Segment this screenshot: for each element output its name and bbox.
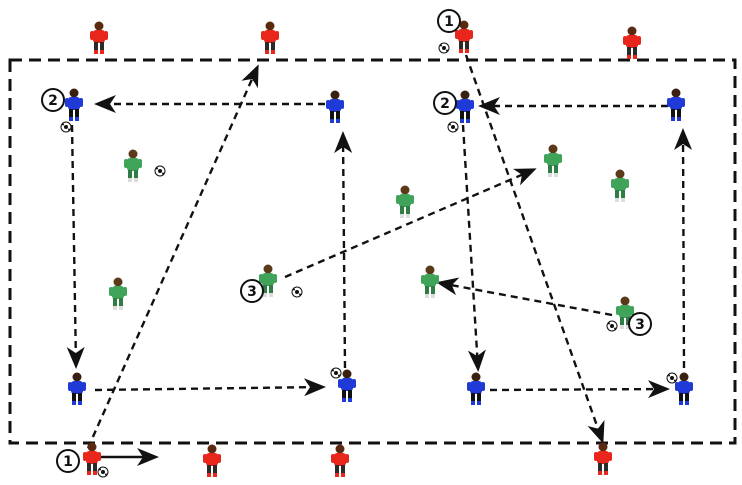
pass-line	[334, 131, 353, 369]
marker-2-left: 2	[41, 88, 65, 112]
pass-line	[94, 378, 326, 397]
field-boundary	[8, 58, 737, 445]
soccer-ball	[606, 320, 618, 332]
marker-label: 3	[247, 284, 257, 300]
soccer-ball	[447, 121, 459, 133]
pass-line	[284, 168, 537, 279]
player-blue	[675, 372, 693, 405]
balls	[60, 42, 678, 478]
marker-label: 3	[635, 317, 645, 333]
pass-lines	[66, 54, 693, 449]
player-blue	[326, 90, 344, 123]
player-red	[261, 21, 279, 54]
run-line	[86, 64, 259, 449]
player-red	[203, 444, 221, 477]
marker-3-right: 3	[628, 312, 652, 336]
soccer-ball	[438, 42, 450, 54]
player-green	[544, 144, 562, 177]
player-green	[124, 149, 142, 182]
soccer-ball	[60, 121, 72, 133]
soccer-ball	[154, 165, 166, 177]
marker-2-right: 2	[433, 91, 457, 115]
player-green	[396, 185, 414, 218]
marker-1-bottom: 1	[56, 449, 80, 473]
soccer-ball	[291, 286, 303, 298]
pass-line	[436, 277, 613, 317]
marker-label: 2	[440, 96, 450, 112]
soccer-ball	[330, 367, 342, 379]
player-blue	[667, 88, 685, 121]
soccer-ball	[97, 466, 109, 478]
marker-1-top: 1	[437, 9, 461, 33]
pass-line	[66, 124, 85, 369]
player-red	[623, 26, 641, 59]
number-markers: 1 2 2 3 3 1	[41, 9, 652, 473]
pass-line	[489, 380, 670, 399]
blue-players	[65, 88, 693, 405]
soccer-ball	[666, 372, 678, 384]
marker-label: 2	[48, 93, 58, 109]
player-red	[594, 442, 612, 475]
player-red	[331, 444, 349, 477]
player-blue	[65, 88, 83, 121]
pass-line	[461, 124, 486, 372]
marker-label: 1	[444, 14, 454, 30]
player-green	[109, 277, 127, 310]
player-green	[421, 265, 439, 298]
player-green	[611, 169, 629, 202]
pass-line	[674, 128, 693, 369]
player-red	[90, 21, 108, 54]
marker-3-center: 3	[240, 279, 264, 303]
green-players	[109, 144, 634, 329]
marker-label: 1	[63, 454, 73, 470]
player-blue	[68, 372, 86, 405]
player-blue	[456, 90, 474, 123]
red-players	[83, 20, 641, 477]
run-line	[464, 54, 605, 444]
player-blue	[467, 372, 485, 405]
